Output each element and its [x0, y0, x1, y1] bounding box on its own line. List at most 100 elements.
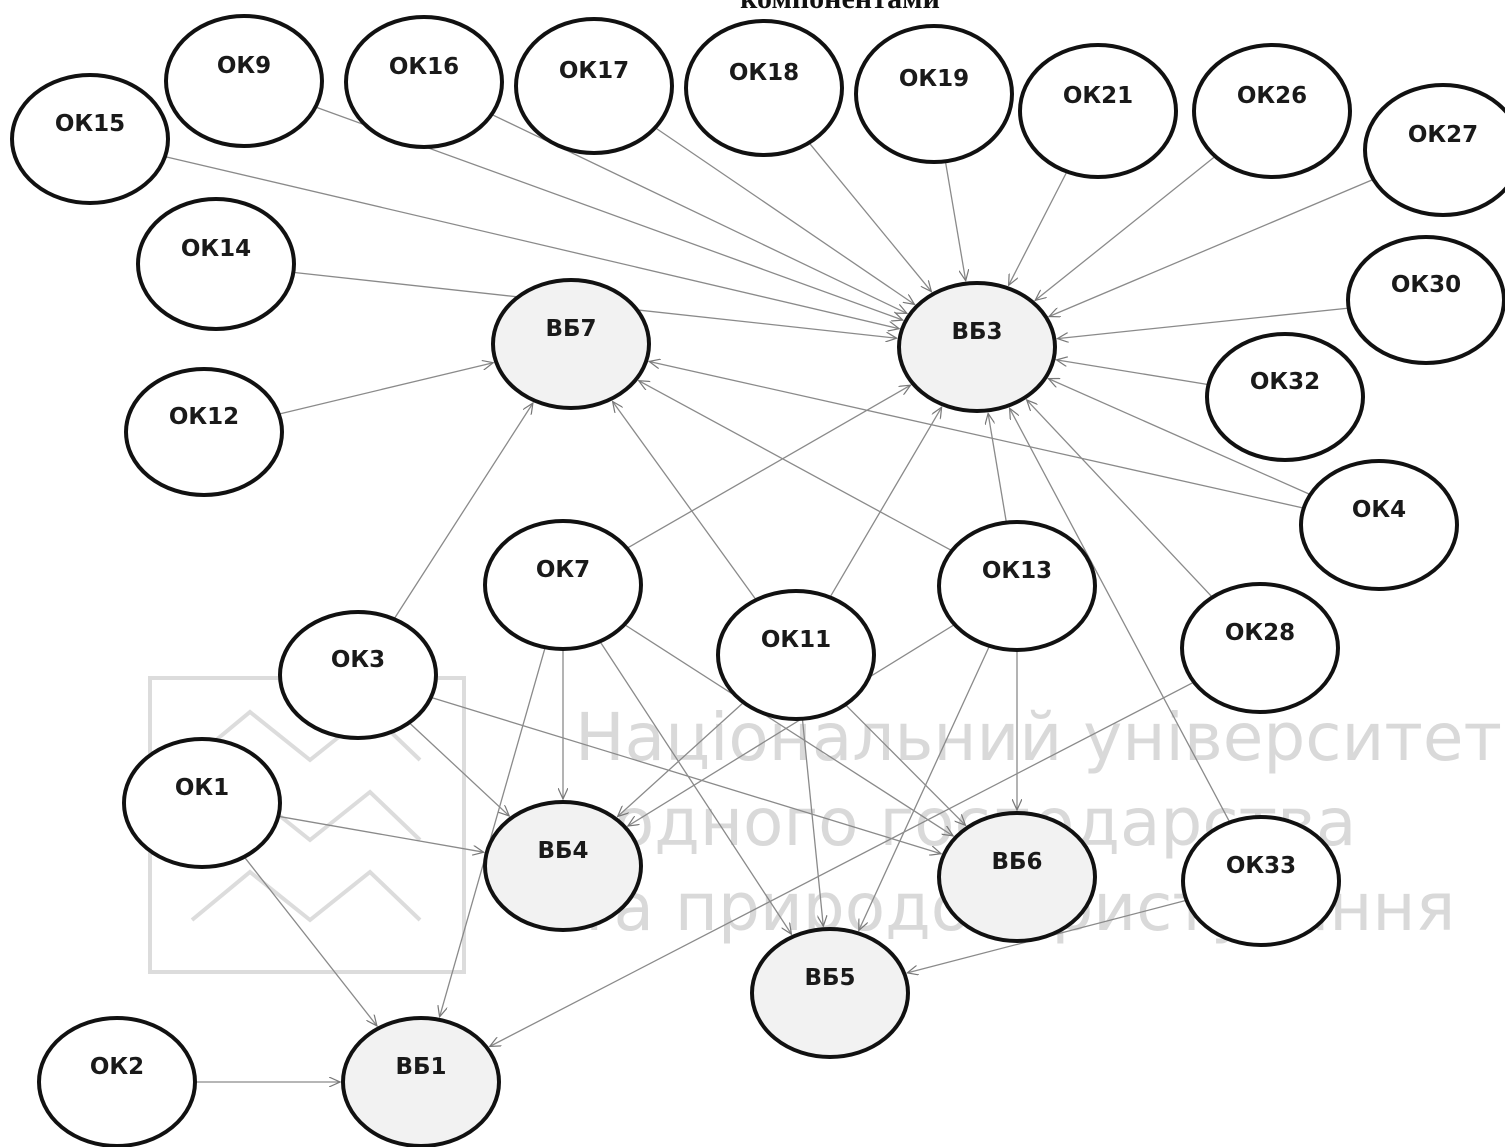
node-ok1-label: ОК1 [175, 775, 229, 801]
node-ok33-label: ОК33 [1226, 853, 1296, 879]
edge-ok12-to-vb7 [278, 363, 493, 415]
node-ok26-label: ОК26 [1237, 83, 1307, 109]
node-ok28-label: ОК28 [1225, 620, 1295, 646]
node-ok17: ОК17 [514, 17, 674, 155]
node-ok12-ellipse [124, 367, 284, 497]
edge-ok7-to-vb3 [626, 385, 911, 549]
node-vb5-ellipse [750, 927, 910, 1059]
node-ok30: ОК30 [1346, 235, 1505, 365]
node-ok9-ellipse [164, 14, 324, 148]
watermark-line-1: Національний університет [575, 699, 1502, 776]
node-vb3: ВБ3 [897, 281, 1057, 413]
node-ok21: ОК21 [1018, 43, 1178, 179]
edge-ok1-to-vb1 [243, 856, 377, 1026]
edge-ok21-to-vb3 [1009, 171, 1068, 286]
node-ok32-label: ОК32 [1250, 369, 1320, 395]
edge-ok7-to-vb1 [440, 647, 546, 1017]
edge-ok18-to-vb3 [808, 142, 931, 292]
edge-ok26-to-vb3 [1035, 155, 1216, 300]
node-vb3-ellipse [897, 281, 1057, 413]
node-vb4-label: ВБ4 [537, 838, 588, 864]
edge-ok13-to-vb3 [988, 413, 1008, 523]
node-ok2: ОК2 [37, 1016, 197, 1147]
node-vb1-label: ВБ1 [395, 1054, 446, 1080]
edge-ok13-to-vb7 [639, 381, 953, 552]
node-ok12: ОК12 [124, 367, 284, 497]
edge-ok11-to-vb6 [844, 704, 965, 826]
diagram-title: компонентами [740, 0, 940, 15]
node-ok13: ОК13 [937, 520, 1097, 652]
node-vb7-label: ВБ7 [545, 316, 596, 342]
edge-ok13-to-vb5 [859, 645, 991, 931]
node-ok18-ellipse [684, 19, 844, 157]
node-ok30-label: ОК30 [1391, 272, 1461, 298]
node-ok32-ellipse [1205, 332, 1365, 462]
node-ok17-label: ОК17 [559, 58, 629, 84]
node-vb1-ellipse [341, 1016, 501, 1147]
node-ok12-label: ОК12 [169, 404, 239, 430]
node-ok11-ellipse [716, 589, 876, 721]
node-ok28: ОК28 [1180, 582, 1340, 714]
node-ok19-label: ОК19 [899, 66, 969, 92]
node-ok3: ОК3 [278, 610, 438, 740]
node-ok13-ellipse [937, 520, 1097, 652]
edge-ok28-to-vb1 [490, 681, 1195, 1046]
node-ok16: ОК16 [344, 15, 504, 149]
node-vb3-label: ВБ3 [951, 319, 1002, 345]
node-ok14-label: ОК14 [181, 236, 251, 262]
node-ok19-ellipse [854, 24, 1014, 164]
node-ok2-label: ОК2 [90, 1054, 144, 1080]
node-ok15-label: ОК15 [55, 111, 125, 137]
node-ok18: ОК18 [684, 19, 844, 157]
node-ok27: ОК27 [1363, 83, 1505, 217]
node-ok33-ellipse [1181, 815, 1341, 947]
edge-ok33-to-vb3 [1010, 408, 1231, 823]
node-ok4-ellipse [1299, 459, 1459, 591]
node-ok21-label: ОК21 [1063, 83, 1133, 109]
edge-ok4-to-vb3 [1048, 379, 1311, 496]
node-ok7-ellipse [483, 519, 643, 651]
node-ok30-ellipse [1346, 235, 1505, 365]
node-ok9: ОК9 [164, 14, 324, 148]
edge-ok3-to-vb7 [393, 403, 533, 620]
node-vb6: ВБ6 [937, 811, 1097, 943]
node-vb7-ellipse [491, 278, 651, 410]
node-vb4-ellipse [483, 800, 643, 932]
edge-ok11-to-vb3 [829, 407, 942, 598]
edge-ok11-to-vb7 [613, 402, 757, 601]
node-ok19: ОК19 [854, 24, 1014, 164]
node-vb7: ВБ7 [491, 278, 651, 410]
edge-ok7-to-vb6 [624, 623, 953, 836]
node-ok3-label: ОК3 [331, 647, 385, 673]
node-ok14-ellipse [136, 197, 296, 331]
node-ok32: ОК32 [1205, 332, 1365, 462]
node-ok11: ОК11 [716, 589, 876, 721]
node-ok27-label: ОК27 [1408, 122, 1478, 148]
edge-ok28-to-vb3 [1027, 400, 1213, 598]
edge-ok17-to-vb3 [654, 127, 914, 305]
node-ok15-ellipse [10, 73, 170, 205]
edge-ok19-to-vb3 [944, 161, 965, 280]
node-ok28-ellipse [1180, 582, 1340, 714]
node-ok16-label: ОК16 [389, 54, 459, 80]
edge-ok3-to-vb4 [408, 722, 509, 816]
edge-ok32-to-vb3 [1057, 360, 1209, 386]
node-ok26: ОК26 [1192, 43, 1352, 179]
node-vb1: ВБ1 [341, 1016, 501, 1147]
node-ok13-label: ОК13 [982, 558, 1052, 584]
node-ok4: ОК4 [1299, 459, 1459, 591]
node-vb5: ВБ5 [750, 927, 910, 1059]
node-vb6-ellipse [937, 811, 1097, 943]
node-ok7: ОК7 [483, 519, 643, 651]
node-vb5-label: ВБ5 [804, 965, 855, 991]
node-ok16-ellipse [344, 15, 504, 149]
edge-ok15-to-vb3 [164, 155, 899, 329]
node-ok33: ОК33 [1181, 815, 1341, 947]
edge-ok1-to-vb4 [278, 815, 483, 852]
node-ok18-label: ОК18 [729, 60, 799, 86]
node-ok27-ellipse [1363, 83, 1505, 217]
node-vb6-label: ВБ6 [991, 849, 1042, 875]
edge-ok13-to-vb4 [628, 623, 955, 827]
